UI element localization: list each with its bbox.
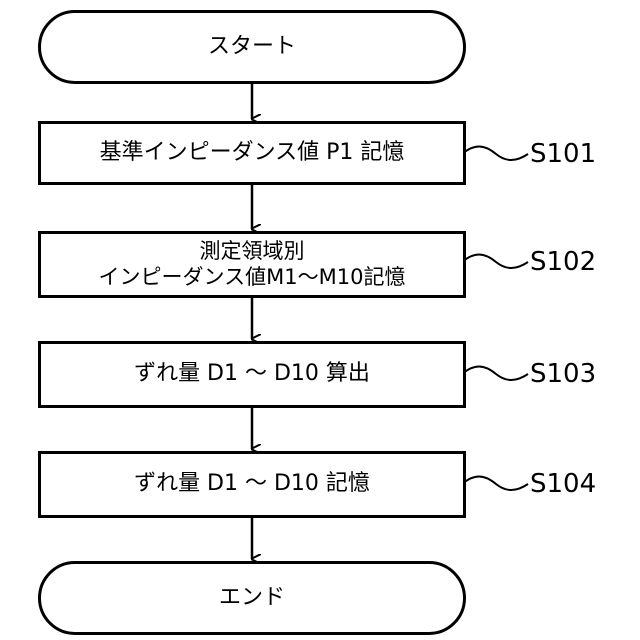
process-step-s103: ずれ量 D1 ～ D10 算出 — [38, 341, 466, 408]
step-code-s103: S103 — [530, 361, 596, 387]
step-code-s101: S101 — [530, 141, 596, 167]
process-step-s101: 基準インピーダンス値 P1 記憶 — [38, 121, 466, 185]
step-code-s104: S104 — [530, 471, 596, 497]
step-s103-text: ずれ量 D1 ～ D10 算出 — [134, 361, 370, 387]
leader-line-s104 — [462, 477, 528, 491]
step-s104-text: ずれ量 D1 ～ D10 記憶 — [134, 471, 370, 497]
start-label: スタート — [208, 34, 296, 60]
process-step-s102: 測定領域別 インピーダンス値M1～M10記憶 — [38, 231, 466, 298]
step-code-s102: S102 — [530, 249, 596, 275]
leader-line-s103 — [462, 367, 528, 381]
end-label: エンド — [219, 585, 285, 611]
process-step-s104: ずれ量 D1 ～ D10 記憶 — [38, 451, 466, 518]
leader-line-s102 — [462, 255, 528, 269]
start-terminal: スタート — [38, 10, 466, 84]
end-terminal: エンド — [38, 561, 466, 635]
step-s102-line1: 測定領域別 — [99, 239, 406, 264]
step-s101-text: 基準インピーダンス値 P1 記憶 — [100, 140, 405, 166]
step-s102-line2: インピーダンス値M1～M10記憶 — [99, 265, 406, 290]
leader-line-s101 — [462, 147, 528, 161]
